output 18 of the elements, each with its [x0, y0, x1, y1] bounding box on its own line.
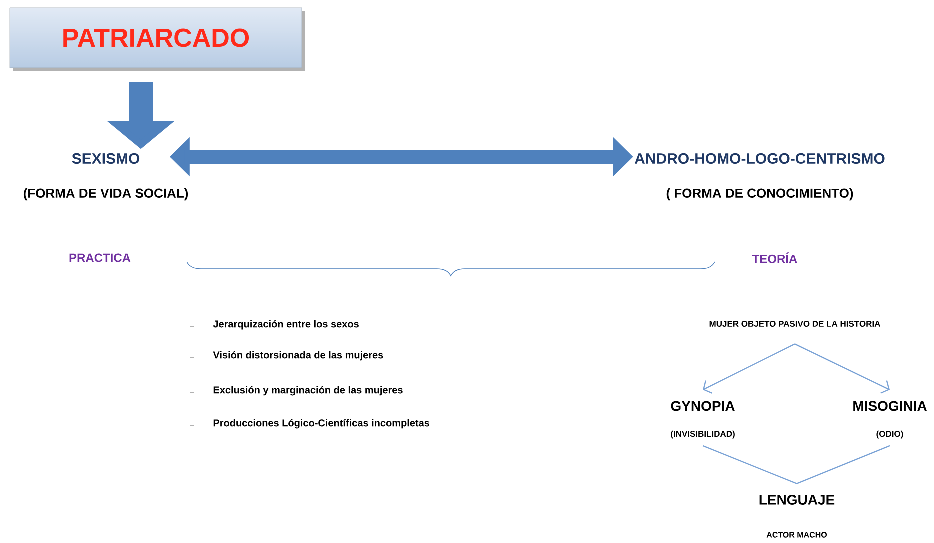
heading-text: SEXISMO (FORMA DE VIDA SOCIAL)	[24, 153, 188, 201]
section-label: PRACTICA	[70, 254, 131, 262]
title-box: PATRIARCADO	[10, 8, 305, 71]
arrow	[703, 344, 796, 394]
heading-text: MISOGINIA (ODIO)	[854, 401, 927, 439]
bullet-item: Producciones Lógico-Científicas incompletas	[214, 419, 430, 429]
heading-text: LENGUAJE	[760, 495, 835, 505]
heading-text: MUJER OBJETO PASIVO DE LA HISTORIA	[710, 321, 880, 327]
connector-line	[702, 445, 798, 484]
bullet-item: Exclusión y marginación de las mujeres	[214, 386, 403, 396]
section-label: TEORÍA	[752, 252, 798, 264]
heading-text: ANDRO-HOMO-LOGO-CENTRISMO ( FORMA DE CONOCIMIENTO)	[634, 153, 885, 201]
heading-text: GYNOPIA (INVISIBILIDAD)	[671, 401, 735, 439]
arrow	[794, 344, 890, 394]
connector-line	[796, 445, 890, 484]
bullet-item: Jerarquización entre los sexos	[213, 320, 359, 330]
caption-text: ACTOR MACHO	[766, 532, 828, 538]
bullet-item: Visión distorsionada de las mujeres	[213, 351, 384, 361]
